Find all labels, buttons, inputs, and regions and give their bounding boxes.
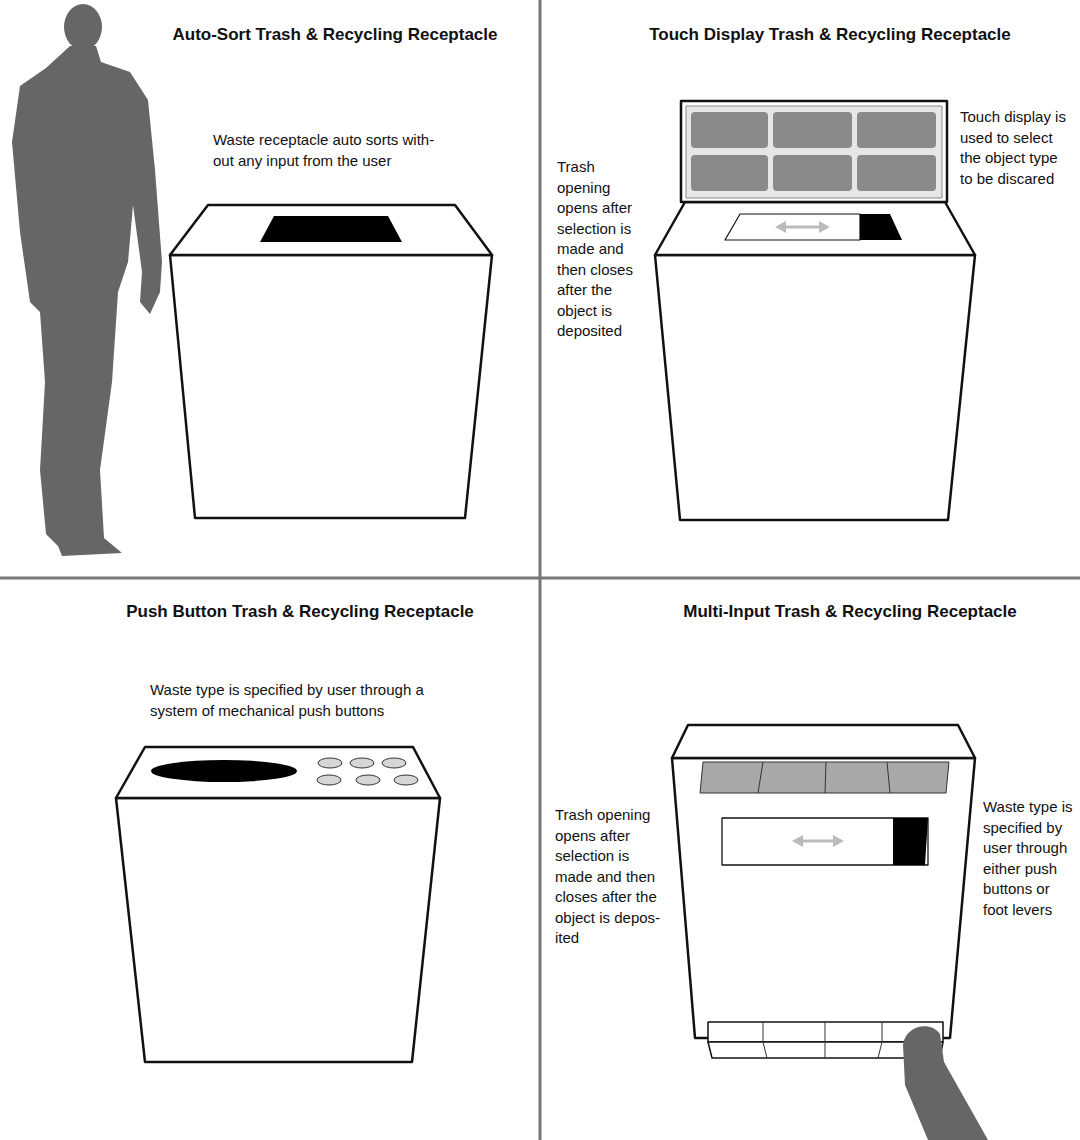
sliding-door — [722, 818, 928, 865]
bin-body — [116, 798, 440, 1062]
arrow-head — [792, 835, 803, 847]
bin-body — [672, 758, 975, 1038]
touch-display-bin — [655, 101, 975, 520]
panel-title: Touch Display Trash & Recycling Receptac… — [620, 24, 1040, 46]
push-button — [382, 758, 406, 768]
display-screen — [686, 106, 942, 198]
bin-body — [170, 255, 492, 518]
bin-slot — [260, 216, 402, 242]
button-divider — [758, 762, 763, 793]
display-button — [857, 112, 936, 148]
panel-title: Multi-Input Trash & Recycling Receptacle — [640, 601, 1060, 623]
push-button — [350, 758, 374, 768]
person-silhouette — [12, 4, 162, 556]
panel-title: Push Button Trash & Recycling Receptacle — [100, 601, 500, 623]
annotation-text: Waste type is specified by user through … — [150, 680, 450, 721]
lever-divider — [878, 1022, 882, 1058]
person-body — [12, 46, 162, 556]
foot-silhouette — [903, 1026, 988, 1140]
arrow-head — [819, 221, 830, 233]
lever-divider — [825, 1022, 826, 1058]
bin-lid — [170, 205, 492, 255]
person-head — [64, 4, 102, 50]
panel-divider — [539, 0, 542, 1140]
annotation-text: Touch display is used to select the obje… — [960, 107, 1074, 189]
arrow-head — [775, 221, 786, 233]
touch-display — [681, 101, 947, 202]
push-button — [318, 758, 342, 768]
sliding-door — [725, 214, 860, 240]
display-button — [691, 112, 768, 148]
panel-title: Auto-Sort Trash & Recycling Receptacle — [150, 24, 520, 46]
multi-input-bin — [672, 725, 975, 1058]
bin-lid — [116, 747, 440, 798]
bin-lid — [655, 202, 975, 255]
bin-body — [655, 255, 975, 520]
bin-opening — [860, 214, 902, 240]
auto-sort-bin — [170, 205, 492, 518]
annotation-text: Waste receptacle auto sorts with- out an… — [213, 130, 458, 171]
display-button — [857, 155, 936, 191]
panel-divider — [0, 577, 1080, 580]
display-button — [773, 112, 852, 148]
display-button — [773, 155, 852, 191]
display-button — [691, 155, 768, 191]
bin-opening — [151, 760, 297, 782]
annotation-text: Trash opening opens after selection is m… — [555, 805, 669, 949]
button-divider — [825, 762, 826, 793]
bin-lid — [672, 725, 975, 758]
slide-arrow — [783, 226, 822, 229]
push-button-bin — [116, 747, 440, 1062]
button-divider — [887, 762, 890, 793]
bin-opening — [893, 818, 928, 865]
button-strip — [700, 762, 949, 793]
annotation-text: Trash opening opens after selection is m… — [557, 157, 645, 342]
push-button — [394, 775, 418, 785]
annotation-text: Waste type is specified by user through … — [983, 797, 1078, 920]
push-button — [317, 775, 341, 785]
arrow-head — [833, 835, 844, 847]
slide-arrow — [800, 840, 836, 843]
lever-divider — [763, 1022, 767, 1058]
push-button — [356, 775, 380, 785]
